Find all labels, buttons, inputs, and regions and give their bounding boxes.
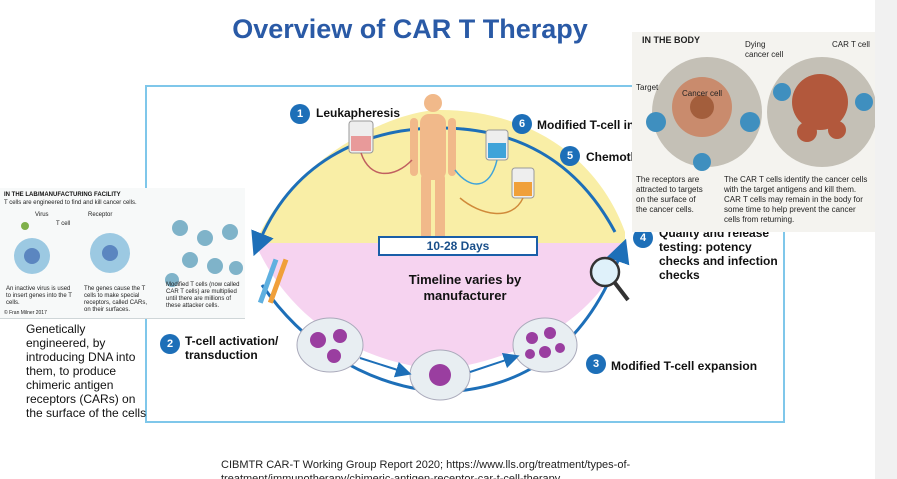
syringes-icon	[257, 258, 289, 304]
step-4-number: 4	[633, 228, 653, 248]
chemotherapy-bag	[459, 167, 535, 215]
step-1-number: 1	[290, 104, 310, 124]
step-2-label: T-cell activation/ transduction	[185, 334, 279, 362]
lab-panel-heading: IN THE LAB/MANUFACTURING FACILITY	[4, 192, 121, 198]
step-4-label: Quality and release testing: potency che…	[659, 226, 778, 282]
label-tcell: T cell	[56, 221, 71, 227]
label-virus: Virus	[35, 212, 49, 218]
lab-caption-3: Modified T cells (now called CAR T cells…	[166, 282, 240, 309]
body-caption-2: The CAR T cells identify the cancer cell…	[724, 175, 868, 224]
label-cancer-cell: Cancer cell	[682, 89, 723, 98]
dish-transduction	[409, 349, 471, 401]
body-inset-panel: IN THE BODY Dying cancer cell CAR T cell…	[632, 32, 875, 232]
body-cells-illustration	[646, 57, 875, 171]
dish-arrow-1	[359, 357, 412, 378]
slide-edge	[875, 0, 897, 479]
lab-caption-1: An inactive virus is used to insert gene…	[6, 286, 72, 306]
body-caption-1: The receptors are attracted to targets o…	[636, 175, 703, 214]
step-3-number: 3	[586, 354, 606, 374]
dish-expansion	[512, 317, 578, 373]
label-receptor: Receptor	[88, 212, 113, 218]
genetically-engineered-note: Genetically engineered, by introducing D…	[26, 322, 147, 420]
dish-activation	[296, 317, 364, 373]
label-target: Target	[636, 83, 659, 92]
citation-text: CIBMTR CAR-T Working Group Report 2020; …	[221, 459, 631, 479]
body-panel-heading: IN THE BODY	[642, 35, 701, 45]
step-2-number: 2	[160, 334, 180, 354]
lab-inset-panel: IN THE LAB/MANUFACTURING FACILITY T cell…	[0, 188, 245, 319]
tcell-infusion-bag	[454, 129, 509, 185]
lab-credit: © Fran Milner 2017	[4, 310, 47, 316]
lab-caption-2: The genes cause the T cells to make spec…	[84, 286, 148, 313]
patient-figure	[410, 94, 456, 242]
leukapheresis-bag	[348, 120, 413, 175]
step-3-label: Modified T-cell expansion	[611, 359, 758, 373]
step-6-number: 6	[512, 114, 532, 134]
duration-label: 10-28 Days	[378, 236, 538, 256]
label-dying-cancer-cell: Dying cancer cell	[745, 40, 784, 59]
step-6-label: Modified T-cell inf	[537, 118, 632, 132]
timeline-note: Timeline varies by manufacturer	[408, 272, 522, 303]
lab-cells-illustration	[14, 220, 243, 287]
magnifier-icon	[589, 256, 630, 302]
step-1-label: Leukapheresis	[316, 106, 401, 120]
slide-title: Overview of CAR T Therapy	[232, 14, 588, 44]
step-5-label: Chemoth	[586, 150, 632, 164]
step-5-number: 5	[560, 146, 580, 166]
dish-arrow-2	[469, 352, 520, 373]
label-cart-cell: CAR T cell	[832, 40, 870, 49]
lab-panel-subheading: T cells are engineered to find and kill …	[4, 200, 137, 206]
